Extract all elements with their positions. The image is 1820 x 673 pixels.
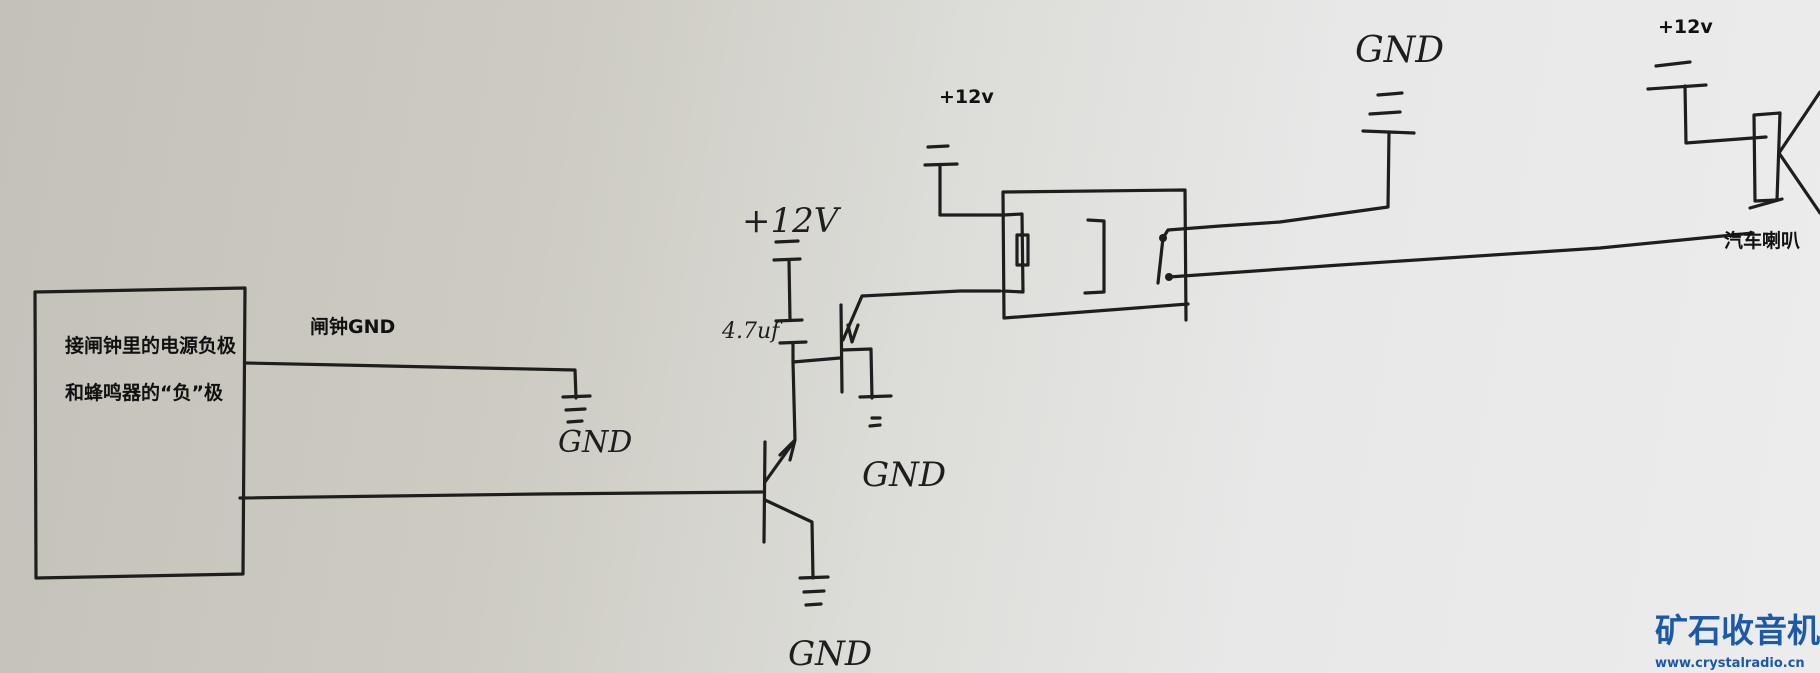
horn bbox=[1646, 60, 1820, 215]
alarm-gnd-wire bbox=[243, 361, 592, 424]
relay-supply bbox=[923, 144, 1006, 217]
relay-supply-label: +12v bbox=[939, 86, 994, 108]
horn-supply-label: +12v bbox=[1658, 16, 1713, 38]
cap-supply-label: +12V bbox=[742, 201, 842, 241]
capacitor bbox=[772, 239, 842, 364]
switch-ground bbox=[1361, 91, 1416, 135]
watermark-title: 矿石收音机 bbox=[1655, 611, 1820, 650]
watermark-url: www.crystalradio.cn bbox=[1655, 656, 1805, 671]
gnd-label-1: GND bbox=[558, 425, 632, 460]
alarm-box-line1: 接闸钟里的电源负极 bbox=[65, 334, 237, 357]
alarm-gnd-label: 闸钟GND bbox=[310, 315, 395, 338]
gnd-label-4: GND bbox=[1355, 30, 1444, 71]
cap-value-label: 4.7uf bbox=[721, 319, 783, 344]
horn-label: 汽车喇叭 bbox=[1724, 229, 1800, 252]
relay bbox=[1001, 130, 1755, 322]
gnd-label-2: GND bbox=[788, 634, 872, 673]
lower-transistor bbox=[762, 360, 830, 607]
alarm-box-line2: 和蜂鸣器的“负”极 bbox=[65, 381, 224, 404]
trigger-wire bbox=[238, 490, 764, 500]
alarm-clock-box bbox=[33, 286, 247, 580]
upper-transistor bbox=[839, 289, 1002, 428]
gnd-label-3: GND bbox=[862, 455, 946, 495]
